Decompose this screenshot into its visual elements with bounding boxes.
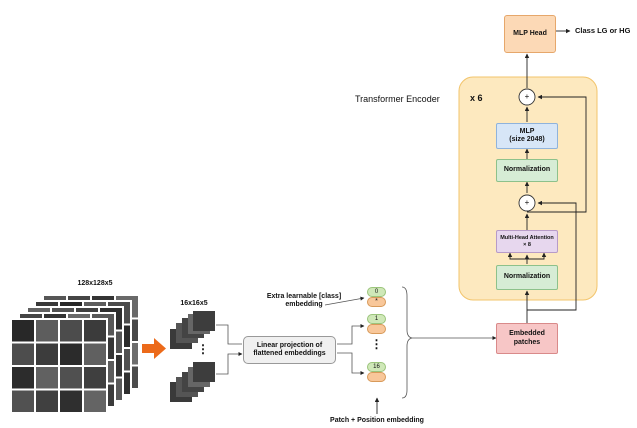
image-patch-tile (36, 390, 58, 412)
orange-arrow (142, 338, 166, 359)
output-label: Class LG or HG (575, 26, 631, 35)
normalization-bottom-box: Normalization (496, 265, 558, 290)
image-size-label: 128x128x5 (77, 280, 113, 287)
image-patch-tile (60, 390, 82, 412)
transformer-encoder-label: Transformer Encoder (355, 94, 440, 104)
image-patch-tile (84, 343, 106, 365)
patch-sequence-bottom (170, 362, 215, 402)
add-circle-bottom (518, 194, 536, 212)
image-patch-tile (60, 320, 82, 342)
embedded-patches-box: Embedded patches (496, 323, 558, 354)
attention-label: Multi-Head Attention (500, 235, 554, 242)
image-patch-tile (12, 320, 34, 342)
image-patch-tile (84, 367, 106, 389)
patch-ellipsis: ⋮ (197, 342, 209, 356)
linear-projection-box: Linear projection of flattened embedding… (243, 336, 336, 364)
add-circle-bottom-label: + (524, 198, 530, 207)
class-token-embedding: * (367, 297, 386, 307)
add-circle-top (518, 88, 536, 106)
class-embedding-label: Extra learnable [class] embedding (266, 293, 342, 309)
token-ellipsis: ⋮ (370, 337, 383, 351)
image-patch-tile (12, 367, 34, 389)
image-patch-tile (84, 390, 106, 412)
mlp-box: MLP (size 2048) (496, 123, 558, 149)
image-patch-tile (60, 343, 82, 365)
patch-size-label: 16x16x5 (180, 300, 208, 307)
transformer-encoder-block (458, 76, 598, 301)
class-token-index: 0 (367, 287, 386, 297)
patch-connectors (216, 324, 243, 375)
image-patch-tile (36, 367, 58, 389)
encoder-arrows (507, 28, 587, 323)
normalization-top-box: Normalization (496, 159, 558, 182)
input-image-stack (10, 294, 140, 414)
token-1-embedding (367, 324, 386, 334)
image-patch-tile (60, 367, 82, 389)
patch-position-label: Patch + Position embedding (330, 417, 424, 424)
patch-sequence-top (170, 311, 215, 349)
repeat-label: x 6 (470, 93, 483, 103)
projection-connectors (324, 296, 365, 375)
image-patch-tile (84, 320, 106, 342)
token-16-index: 16 (367, 362, 386, 372)
token-brace (401, 286, 413, 399)
mlp-size-label: (size 2048) (509, 136, 545, 143)
image-patch-tile (36, 320, 58, 342)
mlp-head-box: MLP Head (504, 15, 556, 53)
add-circle-top-label: + (524, 92, 530, 101)
image-patch-tile (12, 343, 34, 365)
image-layer (10, 318, 108, 414)
attention-heads-label: × 8 (523, 241, 531, 248)
token-16-embedding (367, 372, 386, 382)
image-patch-tile (36, 343, 58, 365)
image-patch-tile (12, 390, 34, 412)
mlp-label: MLP (519, 127, 535, 135)
multi-head-attention-box: Multi-Head Attention × 8 (496, 230, 558, 253)
token-1-index: 1 (367, 314, 386, 324)
